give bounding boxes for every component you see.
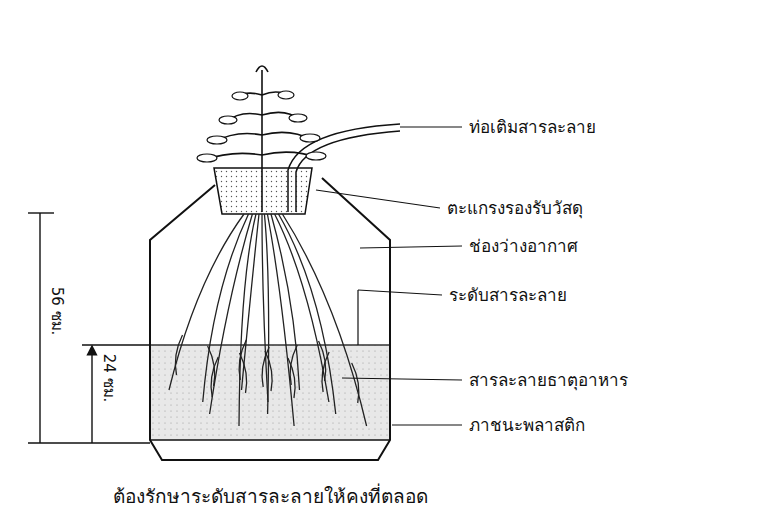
root-strand [264,214,268,414]
caption: ต้องรักษาระดับสารละลายให้คงที่ตลอด [111,485,430,508]
roots [169,214,367,426]
root-branch [352,363,359,403]
container-base [150,439,390,441]
part-label: สารละลายธาตุอาหาร [467,370,630,390]
dimension-label: 56 ซม. [48,284,66,337]
root-branch [175,335,182,375]
part-label: ตะแกรงรองรับวัสดุ [445,198,585,218]
root-branch [262,347,269,387]
root-strand [279,214,336,414]
root-branch [211,357,218,397]
root-strand [267,214,294,426]
leaves [197,91,326,162]
root-strand [282,214,366,426]
root-branch [322,352,329,392]
root-strand [271,214,300,390]
part-label: ภาชนะพลาสติก [467,415,587,435]
part-label: ช่องว่างอากาศ [467,236,580,256]
solution-surface [151,344,389,346]
root-strand [242,214,260,390]
part-label: ระดับสารละลาย [447,285,569,305]
root-strand [275,214,329,402]
support-grid-pot [214,168,312,214]
root-branch [239,340,246,380]
part-label: ท่อเติมสารละลาย [467,117,598,137]
dimension-label: 24 ซม. [100,351,118,404]
root-strand [203,214,249,402]
root-branch [290,345,297,385]
root-strand [239,214,256,426]
nutrient-solution [151,345,389,440]
plastic-container [150,178,390,460]
dimension-lines [28,213,150,443]
fill-pipe [288,124,400,212]
root-strand [210,214,253,414]
leader-lines [316,127,462,425]
